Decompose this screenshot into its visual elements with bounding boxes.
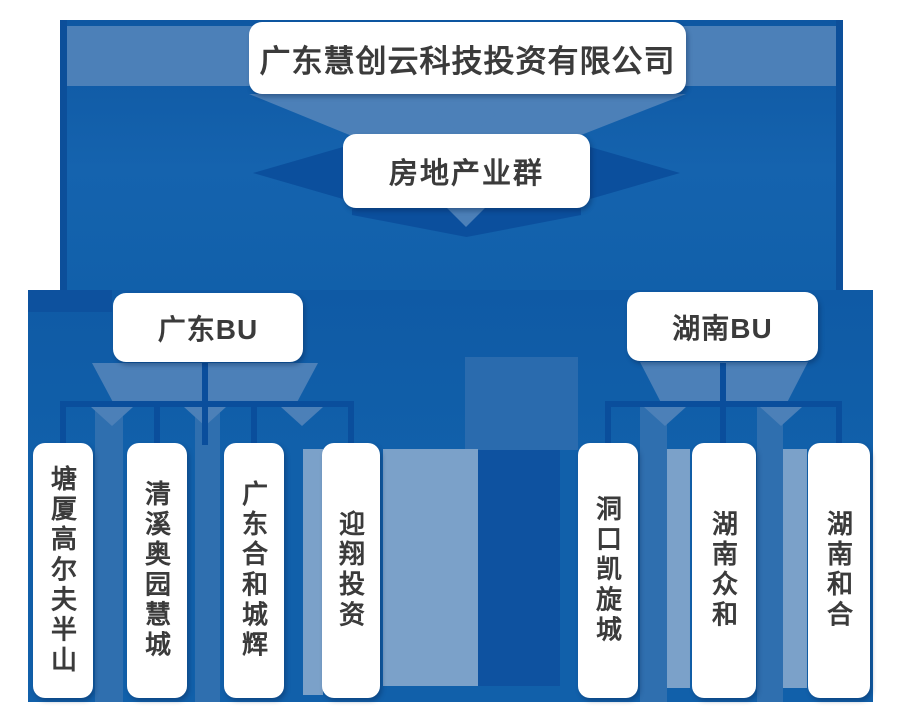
middle-dark-column xyxy=(478,450,560,686)
node-child-qingxi: 清溪奥园慧城 xyxy=(127,443,187,698)
column-light-1 xyxy=(303,449,323,695)
node-child-hehe-chenghui-label: 广东合和城辉 xyxy=(238,480,269,661)
node-bu-guangdong: 广东BU xyxy=(113,293,303,362)
node-child-qingxi-label: 清溪奥园慧城 xyxy=(141,480,172,661)
node-industry-group-label: 房地产业群 xyxy=(388,158,544,190)
column-medium-1 xyxy=(95,407,123,702)
hn-bracket-drop-1 xyxy=(605,407,611,445)
node-child-tangxia-label: 塘厦高尔夫半山 xyxy=(47,464,78,677)
node-child-tangxia: 塘厦高尔夫半山 xyxy=(33,443,93,698)
node-root-company-label: 广东慧创云科技投资有限公司 xyxy=(259,43,676,79)
middle-medium-panel xyxy=(465,357,578,450)
node-child-yingxiang-label: 迎翔投资 xyxy=(335,510,366,631)
hn-bracket-drop-2 xyxy=(836,407,842,445)
column-medium-3 xyxy=(640,407,667,702)
node-root-company: 广东慧创云科技投资有限公司 xyxy=(249,22,686,94)
node-industry-group: 房地产业群 xyxy=(343,134,590,208)
node-child-dongkou: 洞口凯旋城 xyxy=(578,443,638,698)
column-light-2 xyxy=(667,449,690,688)
node-child-dongkou-label: 洞口凯旋城 xyxy=(592,495,623,646)
node-child-yingxiang: 迎翔投资 xyxy=(322,443,380,698)
node-bu-hunan: 湖南BU xyxy=(627,292,818,361)
hn-bracket-stub xyxy=(720,363,726,445)
gd-bracket-drop-1 xyxy=(60,407,66,445)
gd-bracket-stub xyxy=(202,363,208,445)
gd-bracket-drop-3 xyxy=(251,407,257,445)
top-block-left-edge xyxy=(60,20,67,290)
bottom-block-topleft-shade xyxy=(28,290,112,312)
column-medium-4 xyxy=(757,407,783,702)
column-light-wide xyxy=(383,449,478,686)
node-child-hehe-chenghui: 广东合和城辉 xyxy=(224,443,284,698)
node-child-zhonghe: 湖南众和 xyxy=(692,443,756,698)
node-child-hehe-label: 湖南和合 xyxy=(823,510,854,631)
column-medium-2 xyxy=(195,407,220,702)
gd-bracket-drop-2 xyxy=(154,407,160,445)
node-child-hehe: 湖南和合 xyxy=(808,443,870,698)
top-block-right-edge xyxy=(836,20,843,290)
node-bu-guangdong-label: 广东BU xyxy=(157,313,259,345)
gd-bracket-drop-4 xyxy=(348,407,354,445)
node-bu-hunan-label: 湖南BU xyxy=(672,312,773,344)
column-light-3 xyxy=(783,449,807,688)
node-child-zhonghe-label: 湖南众和 xyxy=(708,510,739,631)
